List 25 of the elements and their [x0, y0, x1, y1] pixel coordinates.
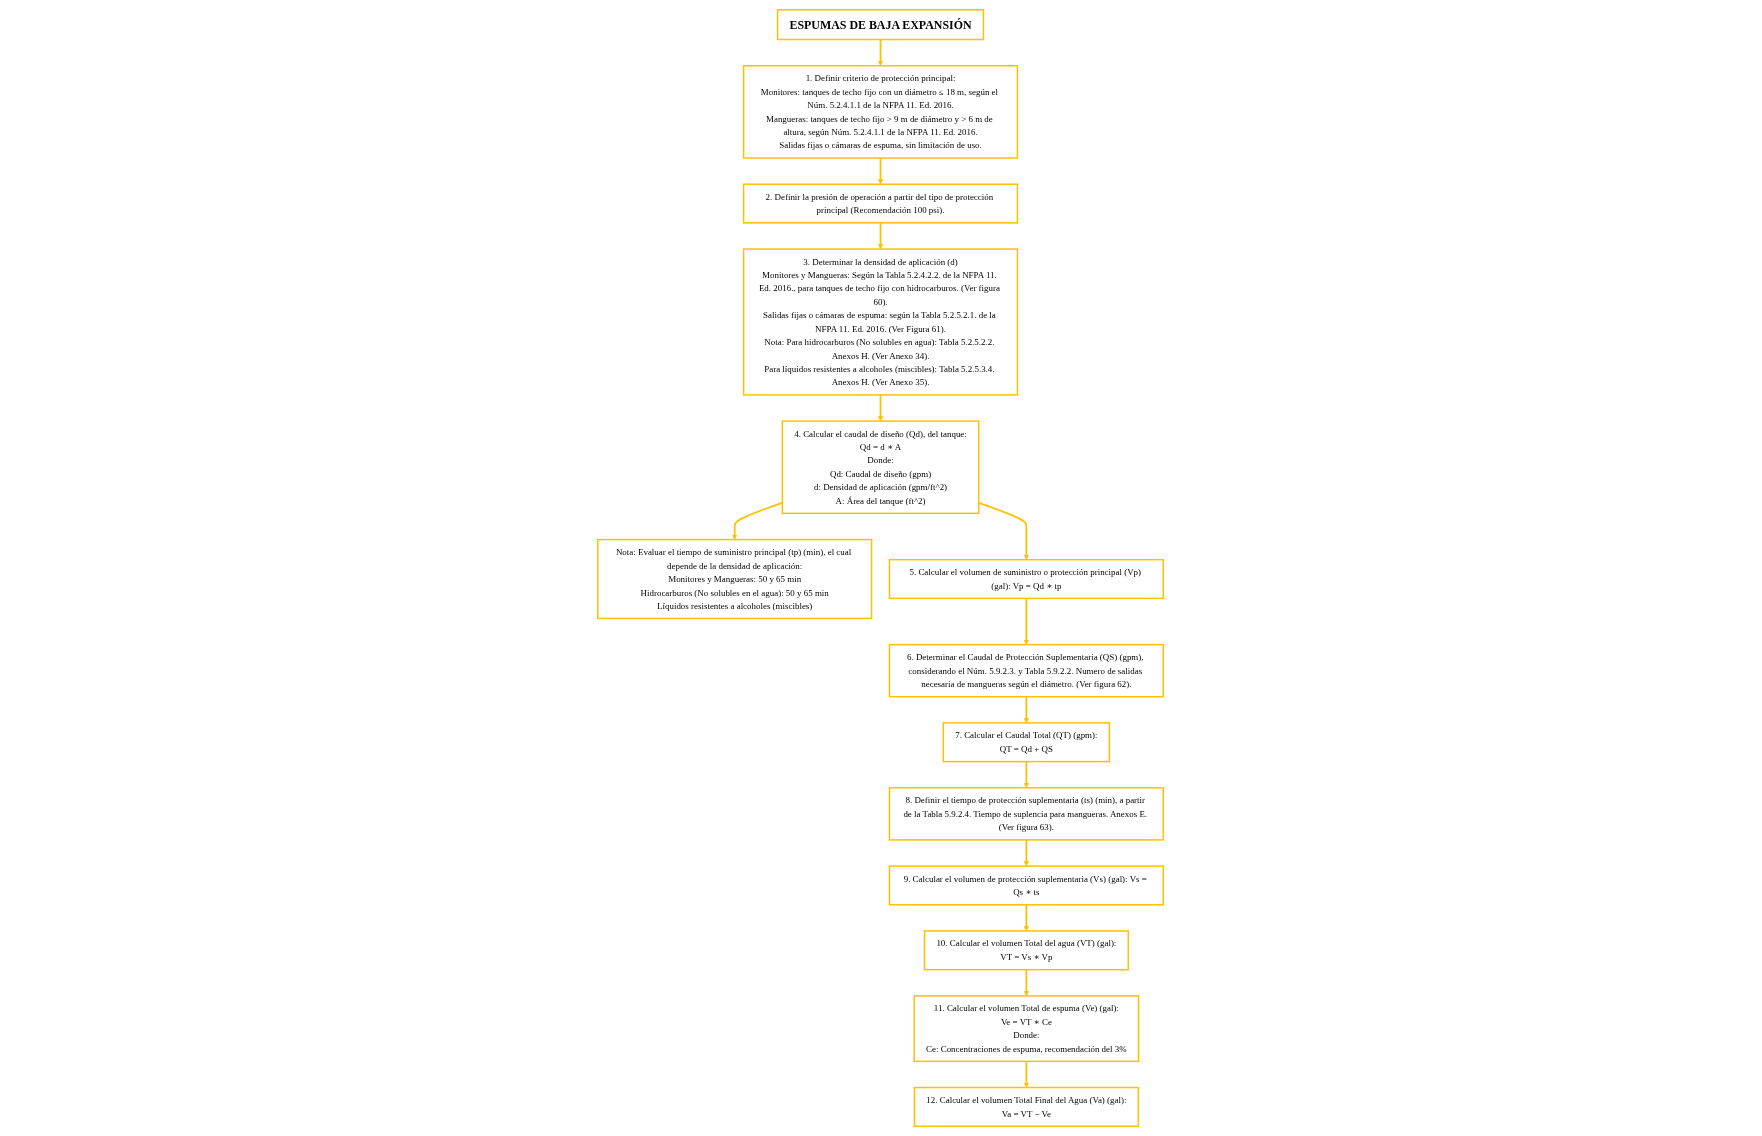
- node-box: 6. Determinar el Caudal de Protección Suplementaria (QS) (gpm), considerando el Núm. 5.9.2.3. y Tabla 5.9.2.2. Numero de salidas necesaria de mangueras según el diámetro. (Ver figura 62).: [889, 643, 1165, 698]
- node-box: 2. Definir la presión de operación a partir del tipo de protección principal (Recomendación 100 psi).: [743, 183, 1019, 224]
- node-box: 4. Calcular el caudal de diseño (Qd), del tanque: Qd = d ∗ A Donde: Qd: Caudal de diseño (gpm) d: Densidad de aplicación (gpm/ft^2) A: Área del tanque (ft^2): [782, 420, 980, 515]
- arrow: [1024, 760, 1030, 789]
- arrow: [1024, 903, 1030, 932]
- arrow: [1024, 597, 1030, 645]
- node-box: 3. Determinar la densidad de aplicación (d) Monitores y Mangueras: Según la Tabla 5.2.4.2.2. de la NFPA 11. Ed. 2016., para tanques de techo fijo con hidrocarburos. (Ver figura 60). Salidas fijas o cámaras de espuma: según la Tabla 5.2.5.2.1. de la NFPA 11. Ed. 2016. (Ver Figura 61). Nota: Para hidrocarburos (No solubles en agua): Tabla 5.2.5.2.2. Anexos H. (Ver Anexo 34). Para líquidos resistentes a alcoholes (miscibles): Tabla 5.2.5.3.4. Anexos H. (Ver Anexo 35).: [743, 248, 1019, 396]
- arrow: [1024, 839, 1030, 867]
- arrow: [878, 222, 884, 250]
- arrow: [878, 38, 884, 66]
- node-box: 1. Definir criterio de protección principal: Monitores: tanques de techo fijo con un diámetro ≤ 18 m, según el Núm. 5.2.4.1.1 de la NFPA 11. Ed. 2016. Mangueras: tanques de techo fijo > 9 m de diámetro y > 6 m de altura, según Núm. 5.2.4.1.1 de la NFPA 11. Ed. 2016. Salidas fijas o cámaras de espuma, sin limitación de uso.: [743, 65, 1019, 159]
- node-box: 7. Calcular el Caudal Total (QT) (gpm): QT = Qd + QS: [943, 722, 1111, 763]
- node-box: 5. Calcular el volumen de suministro o protección principal (Vp) (gal): Vp = Qd ∗ tp: [889, 558, 1165, 600]
- node-box: Nota: Evaluar el tiempo de suministro principal (tp) (min), el cual depende de la densidad de aplicación: Monitores y Mangueras: 50 y 65 min Hidrocarburos (No solubles en el agua): 50 y 65 min Líquidos resistentes a alcoholes (miscibles): [597, 538, 873, 620]
- node-box: ESPUMAS DE BAJA EXPANSIÓN: [777, 9, 985, 41]
- arrow: [878, 394, 884, 422]
- node-box: 11. Calcular el volumen Total de espuma (Ve) (gal): Ve = VT ∗ Ce Donde: Ce: Concentraciones de espuma, recomendación del 3%: [913, 995, 1140, 1063]
- arrow: [1024, 1060, 1030, 1088]
- arrow: [1024, 968, 1030, 997]
- node-box: 10. Calcular el volumen Total del agua (VT) (gal): VT = Vs ∗ Vp: [924, 930, 1130, 971]
- arrow: [878, 157, 884, 185]
- node-box: 12. Calcular el volumen Total Final del Agua (Va) (gal): Va = VT − Ve: [914, 1086, 1140, 1127]
- arrow: [1024, 695, 1030, 724]
- node-box: 8. Definir el tiempo de protección suplementaria (ts) (min), a partir de la Tabla 5.9.2.4. Tiempo de suplencia para mangueras. Anexos E. (Ver figura 63).: [889, 787, 1165, 841]
- node-box: 9. Calcular el volumen de protección suplementaria (Vs) (gal): Vs = Qs ∗ ts: [889, 865, 1165, 906]
